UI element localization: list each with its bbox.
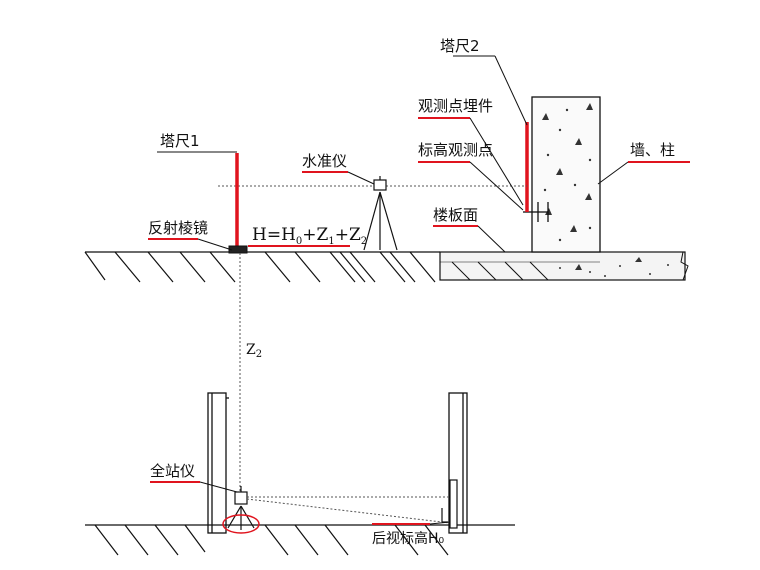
lower-ground: [85, 524, 515, 556]
label-staff2: 塔尺2: [440, 37, 480, 55]
label-wall: 墙、柱: [630, 141, 675, 159]
slab: [439, 251, 689, 281]
label-total-station: 全站仪: [150, 462, 195, 480]
wall-column: [531, 96, 601, 253]
backsight-lines: [246, 496, 451, 524]
label-slab: 楼板面: [433, 206, 478, 224]
label-prism: 反射棱镜: [148, 219, 208, 237]
leader-staff2: [453, 55, 528, 126]
backsight-staff: [441, 479, 458, 529]
leader-backsight: [372, 521, 451, 525]
formula: H=H0+Z1+Z2: [252, 225, 367, 247]
leader-elev-point: [418, 161, 524, 211]
label-embed: 观测点埋件: [418, 97, 493, 115]
pit-left-wall: [207, 392, 229, 534]
leader-slab: [433, 225, 506, 253]
label-backsight: 后视标高H₀: [372, 530, 445, 547]
upper-ground: [84, 251, 440, 283]
leader-total-station: [150, 481, 238, 493]
leader-embed: [418, 117, 524, 206]
leader-prism: [148, 238, 233, 251]
embed-part: [523, 202, 549, 222]
level-instrument: [363, 176, 398, 251]
leader-level: [302, 171, 375, 185]
label-elev-point: 标高观测点: [418, 141, 493, 159]
label-staff1: 塔尺1: [160, 132, 200, 150]
leader-wall: [597, 161, 690, 185]
z2-label: Z2: [246, 342, 262, 360]
label-level: 水准仪: [302, 152, 347, 170]
total-station: [222, 486, 260, 534]
